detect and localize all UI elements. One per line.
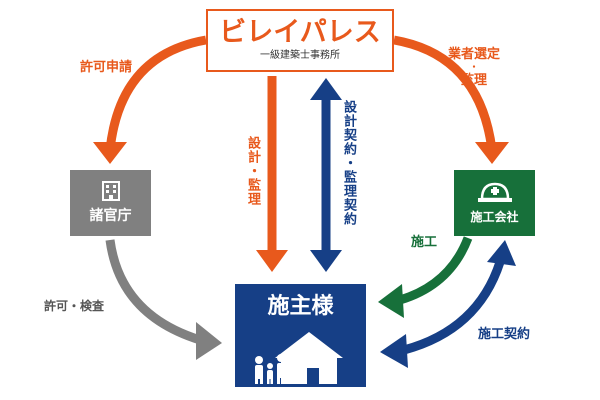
arrow-contractor-selection-head [475,142,509,164]
contractor-box: 施工会社 [454,170,535,236]
label-design-contract: 設計契約・監理契約 [341,100,356,226]
label-dot-separator: ・ [469,63,479,73]
label-contractor-supervision: 監理 [461,73,488,88]
client-box: 施主様 [235,284,366,387]
label-construction: 施工 [411,235,438,250]
contractor-label: 施工会社 [470,210,519,224]
label-contractor-selection: 業者選定 ・ 監理 [448,46,500,90]
arrow-construction-head [378,284,404,318]
label-contractor-selection-line1: 業者選定 [448,47,501,62]
label-construction-contract: 施工契約 [478,327,531,342]
architect-box: ビレイパレス 一級建築士事務所 [206,9,394,72]
architect-subtitle: 一級建築士事務所 [260,50,340,61]
architect-name: ビレイパレス [219,17,381,48]
house-family-icon [254,332,343,384]
arrow-permit-application [105,35,207,151]
label-design-supervision: 設計・監理 [245,136,260,206]
client-label: 施主様 [267,294,334,319]
arrow-permit-inspection-head [196,322,222,360]
arrow-construction-contract-head-top [487,240,516,266]
arrow-construction [398,236,473,305]
label-permit-inspection: 許可・検査 [44,299,105,313]
arrow-construction-contract-head-bottom [380,334,408,368]
arrow-permit-inspection [105,239,202,345]
arrow-design-contract-head-bottom [310,250,342,272]
arrow-design-supervision-head [256,250,288,272]
label-permit-application: 許可申請 [80,60,133,75]
government-box: 諸官庁 [70,170,151,236]
building-icon [101,181,120,201]
arrow-construction-contract [402,260,505,355]
government-label: 諸官庁 [89,208,132,224]
hardhat-icon [477,182,512,202]
arrow-permit-application-head [93,142,127,164]
arrow-design-contract-head-top [310,78,342,100]
arrow-contractor-selection [393,35,497,151]
